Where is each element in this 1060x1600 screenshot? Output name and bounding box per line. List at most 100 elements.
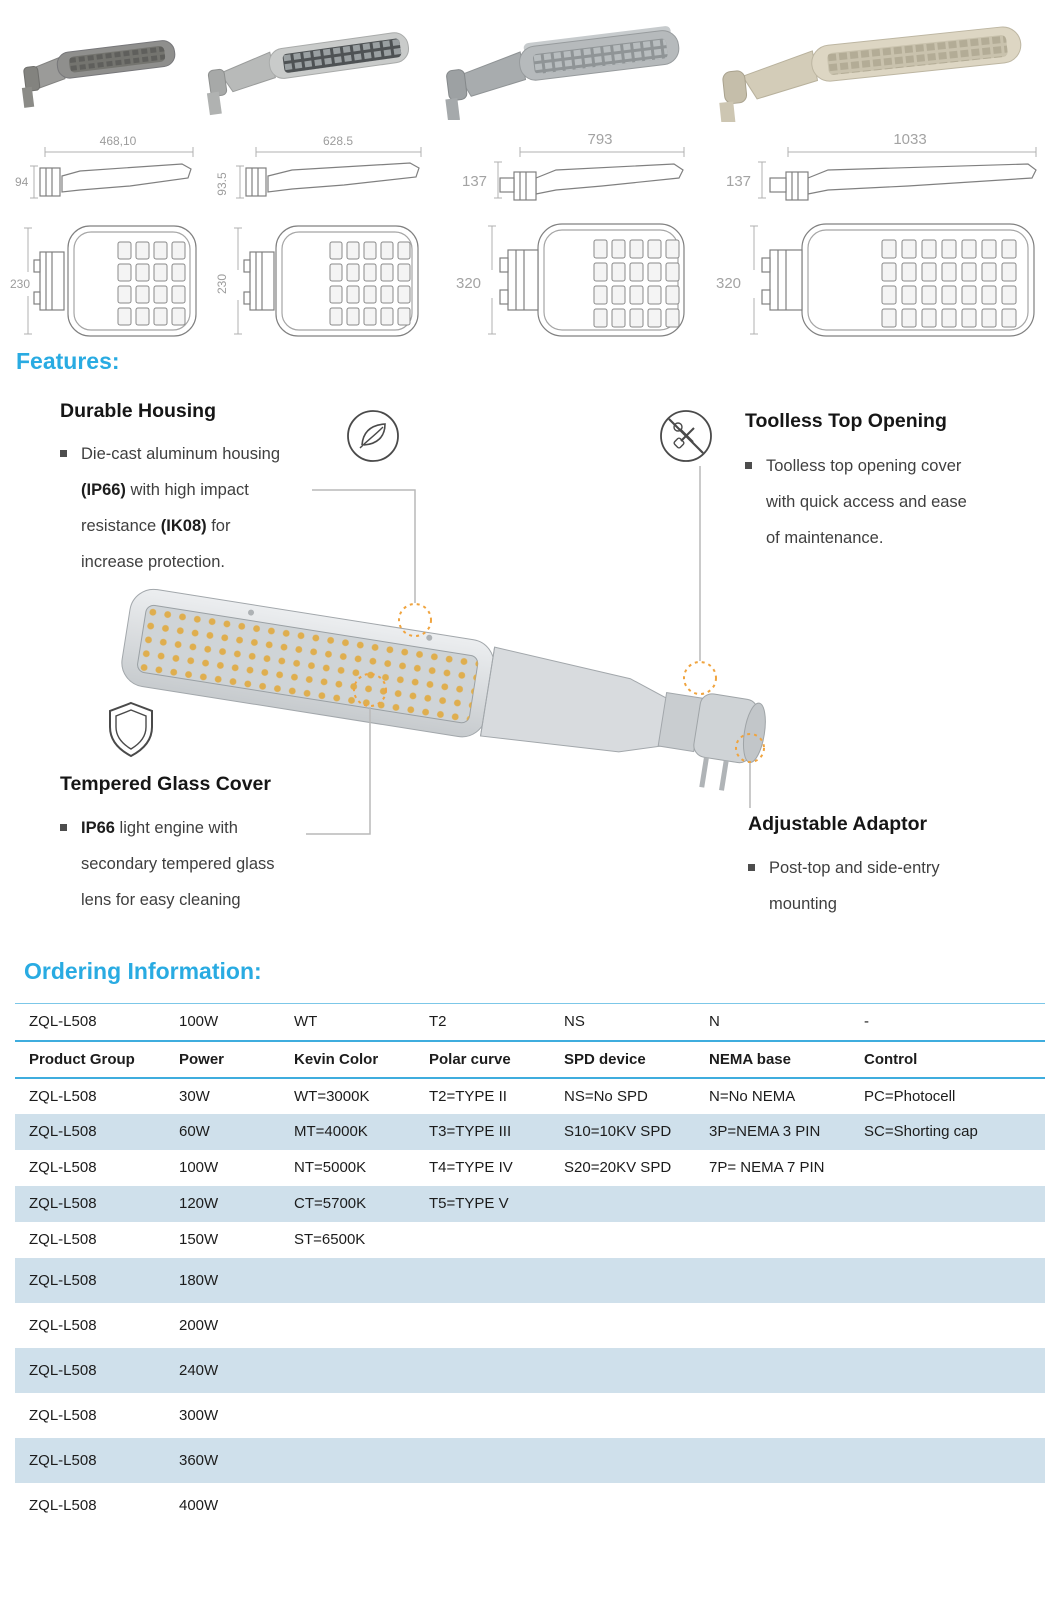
bullet-square xyxy=(748,864,755,871)
dim-length: 793 xyxy=(587,131,612,148)
table-cell xyxy=(415,1258,550,1303)
table-cell: 150W xyxy=(179,1231,219,1248)
table-cell xyxy=(695,1438,850,1483)
table-cell: ZQL-L508 xyxy=(29,1123,97,1140)
dim-length: 1033 xyxy=(893,131,926,148)
table-cell: 400W xyxy=(179,1496,219,1514)
table-cell xyxy=(415,1222,550,1258)
dimension-drawing-3: 793 137 320 xyxy=(456,131,685,337)
text-line: Die-cast aluminum housing xyxy=(81,445,281,463)
table-cell: 200W xyxy=(179,1316,219,1334)
column-header: SPD device xyxy=(564,1050,646,1068)
table-cell xyxy=(695,1348,850,1393)
bullet-square xyxy=(745,462,752,469)
table-cell xyxy=(850,1258,1045,1303)
table-cell xyxy=(550,1393,695,1438)
product-photo-1 xyxy=(21,40,176,108)
table-cell xyxy=(850,1303,1045,1348)
table-cell: S10=10KV SPD xyxy=(564,1123,672,1140)
dim-height: 93.5 xyxy=(215,172,229,196)
table-cell: N=No NEMA xyxy=(709,1087,796,1105)
feature-adaptor-text: Post-top and side-entry mounting xyxy=(748,850,998,922)
table-cell xyxy=(550,1258,695,1303)
text-line: secondary tempered glass xyxy=(81,855,275,873)
dim-height: 137 xyxy=(462,173,487,190)
table-cell: ZQL-L508 xyxy=(29,1159,97,1176)
column-header: Power xyxy=(179,1050,225,1068)
column-header: Product Group xyxy=(29,1050,135,1068)
text-line: increase protection. xyxy=(81,553,225,571)
table-cell xyxy=(695,1303,850,1348)
product-photo-2 xyxy=(206,32,410,116)
table-cell: CT=5700K xyxy=(294,1195,367,1212)
table-cell: 60W xyxy=(179,1123,210,1140)
table-cell xyxy=(850,1483,1045,1528)
ordering-heading: Ordering Information: xyxy=(24,958,262,984)
table-cell: NS xyxy=(564,1013,585,1031)
table-cell xyxy=(550,1222,695,1258)
table-cell: ST=6500K xyxy=(294,1231,366,1248)
table-cell xyxy=(850,1186,1045,1222)
table-cell: 360W xyxy=(179,1451,219,1469)
table-row-example: ZQL-L508 100W WT T2 NS N - xyxy=(15,1004,1045,1041)
table-row: ZQL-L508 240W xyxy=(15,1347,1045,1393)
table-cell xyxy=(415,1348,550,1393)
bullet-square xyxy=(60,450,67,457)
feature-title-toolless-top-opening: Toolless Top Opening xyxy=(745,410,947,432)
dim-length: 628.5 xyxy=(323,134,353,148)
table-header-row: Product Group Power Kevin Color Polar cu… xyxy=(15,1041,1045,1078)
dimension-drawing-1: 468,10 94 230 xyxy=(10,134,197,337)
table-cell: 100W xyxy=(179,1013,219,1031)
feature-durable-housing-text: Die-cast aluminum housing (IP66) with hi… xyxy=(60,436,345,580)
table-cell: ZQL-L508 xyxy=(29,1316,97,1334)
table-cell: S20=20KV SPD xyxy=(564,1159,672,1176)
table-cell xyxy=(850,1393,1045,1438)
table-cell: ZQL-L508 xyxy=(29,1195,97,1212)
column-header: Control xyxy=(864,1050,918,1068)
features-heading: Features: xyxy=(16,348,120,374)
table-cell: ZQL-L508 xyxy=(29,1231,97,1248)
table-cell: T3=TYPE III xyxy=(429,1123,512,1140)
bullet-square xyxy=(60,824,67,831)
table-cell: ZQL-L508 xyxy=(29,1451,97,1469)
dim-height: 137 xyxy=(726,173,751,190)
no-tools-icon xyxy=(660,410,712,462)
table-cell xyxy=(550,1438,695,1483)
table-cell: T2=TYPE II xyxy=(429,1087,507,1105)
shield-icon xyxy=(109,701,153,758)
table-cell xyxy=(415,1303,550,1348)
table-cell xyxy=(550,1348,695,1393)
table-cell xyxy=(695,1258,850,1303)
table-cell: SC=Shorting cap xyxy=(864,1123,978,1140)
text-line: Toolless top opening cover xyxy=(766,457,962,475)
text-line: for xyxy=(206,517,231,535)
table-row: ZQL-L508 60W MT=4000K T3=TYPE III S10=10… xyxy=(15,1113,1045,1150)
text-line: resistance xyxy=(81,517,161,535)
table-cell: MT=4000K xyxy=(294,1123,368,1140)
table-cell: ZQL-L508 xyxy=(29,1087,97,1105)
table-cell xyxy=(415,1483,550,1528)
table-cell xyxy=(280,1393,415,1438)
text-line: Post-top and side-entry xyxy=(769,859,940,877)
table-cell: ZQL-L508 xyxy=(29,1496,97,1514)
text-line: mounting xyxy=(769,895,837,913)
table-row: ZQL-L508 400W xyxy=(15,1483,1045,1528)
table-cell xyxy=(280,1438,415,1483)
table-cell xyxy=(850,1438,1045,1483)
text-line: with high impact xyxy=(125,481,249,499)
table-cell: N xyxy=(709,1013,720,1031)
table-cell: NS=No SPD xyxy=(564,1087,648,1105)
table-row: ZQL-L508 120W CT=5700K T5=TYPE V xyxy=(15,1185,1045,1222)
ordering-table: ZQL-L508 100W WT T2 NS N - Product Group… xyxy=(15,1003,1045,1528)
text-line-bold: (IK08) xyxy=(160,517,207,535)
table-cell xyxy=(415,1438,550,1483)
table-cell xyxy=(550,1483,695,1528)
table-cell: 100W xyxy=(179,1159,219,1176)
table-cell: 180W xyxy=(179,1271,219,1289)
table-cell xyxy=(280,1258,415,1303)
street-light-illustration xyxy=(121,588,766,791)
feature-title-adjustable-adaptor: Adjustable Adaptor xyxy=(748,813,928,835)
table-cell: T5=TYPE V xyxy=(429,1195,509,1212)
table-cell: 120W xyxy=(179,1195,219,1212)
